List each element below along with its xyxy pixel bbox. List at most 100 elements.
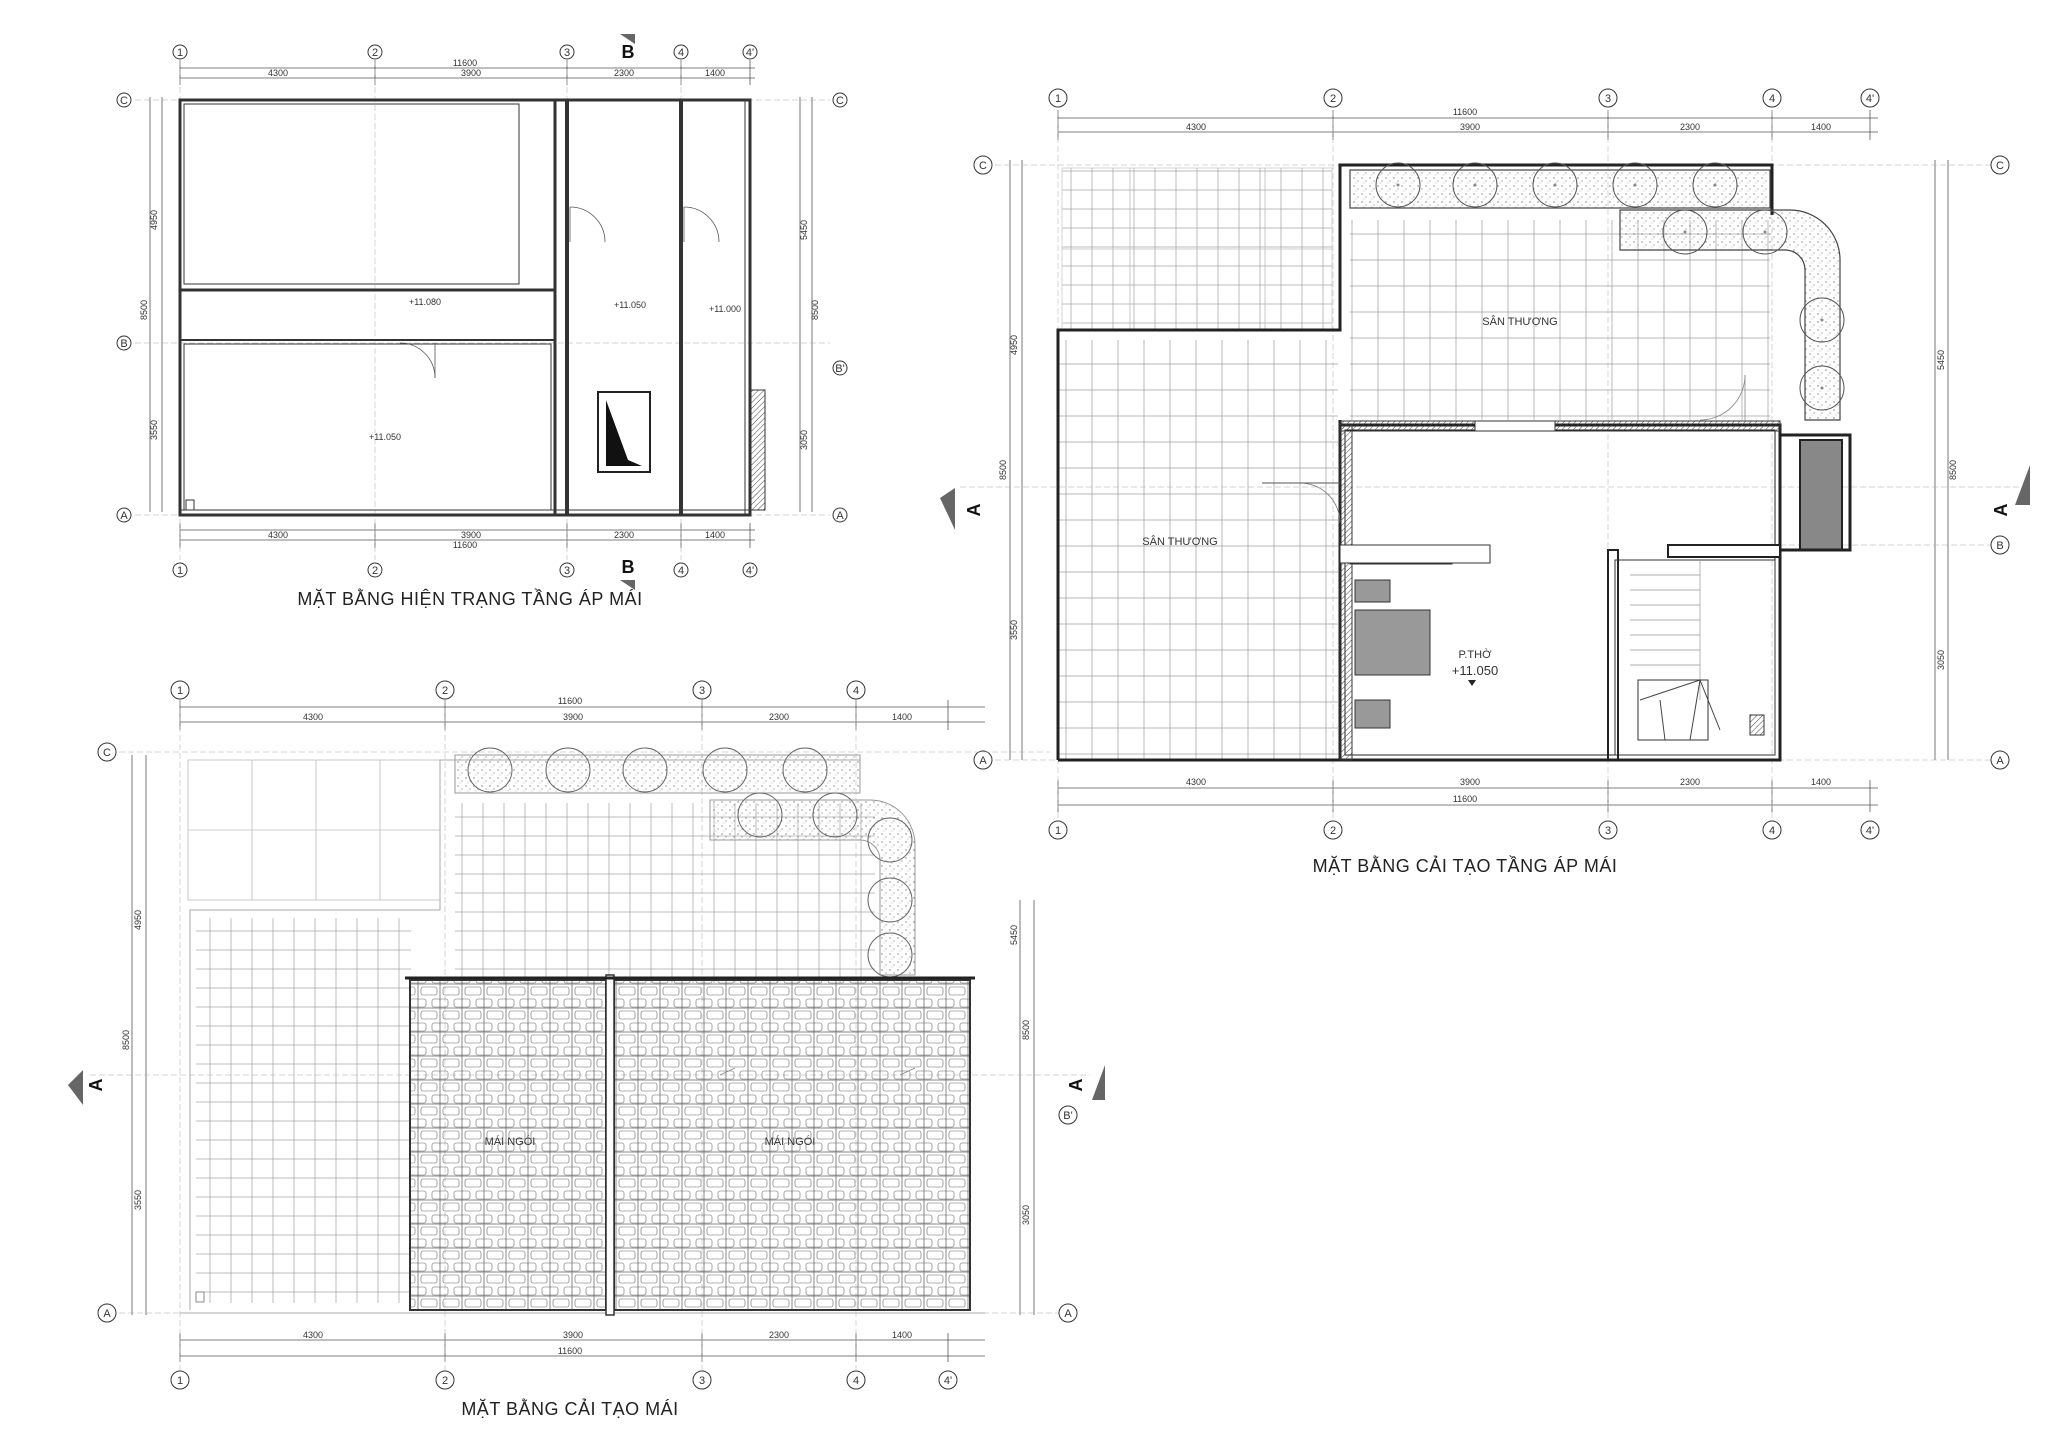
dim-bottom-3: 2300 — [1680, 777, 1700, 787]
dim-right-2: 3050 — [1936, 650, 1946, 670]
axis-x-1: 1 — [177, 685, 183, 697]
level-existing-1: +11.080 — [409, 297, 441, 307]
level-existing-2: +11.050 — [369, 432, 401, 442]
section-b-bottom: B — [622, 557, 635, 577]
dim-right-2: 3050 — [799, 430, 809, 450]
existing-roof-floor-plan: 4300 3900 2300 1400 11600 4300 3900 2300… — [117, 34, 847, 609]
dim-top-4: 1400 — [1811, 122, 1831, 132]
dim-right-1: 5450 — [799, 220, 809, 240]
axis-xb-3: 3 — [1605, 825, 1611, 837]
axis-xb-1: 1 — [177, 1375, 183, 1387]
axis-x-3: 3 — [564, 47, 570, 59]
dim-top-2: 3900 — [461, 68, 481, 78]
dim-bottom-3: 2300 — [614, 530, 634, 540]
dim-right-2: 3050 — [1021, 1205, 1031, 1225]
level-existing-3: +11.050 — [614, 300, 646, 310]
renovation-roof-plan: 4300 3900 2300 1400 11600 4300 3900 2300… — [68, 681, 1105, 1419]
axis-y-c: C — [120, 95, 128, 107]
axis-yr-c: C — [836, 95, 844, 107]
dim-bottom-3: 2300 — [769, 1330, 789, 1340]
level-existing-4: +11.000 — [709, 304, 741, 314]
dim-bottom-2: 3900 — [461, 530, 481, 540]
dim-bottom-4: 1400 — [705, 530, 725, 540]
axis-y-a: A — [120, 510, 128, 522]
dim-left-1: 4950 — [1009, 335, 1019, 355]
axis-x-2: 2 — [372, 47, 378, 59]
dim-bottom-4: 1400 — [1811, 777, 1831, 787]
dim-bottom-2: 3900 — [1460, 777, 1480, 787]
dim-bottom-total: 11600 — [558, 1346, 582, 1356]
axis-yr-c: C — [1996, 160, 2004, 172]
dim-top-3: 2300 — [769, 712, 789, 722]
dim-right-total: 8500 — [1021, 1020, 1031, 1040]
renovation-roof-floor-plan: 4300 3900 2300 1400 11600 4300 3900 2300… — [940, 89, 2030, 876]
axis-yr-a: A — [836, 510, 844, 522]
axis-x-1: 1 — [1055, 93, 1061, 105]
axis-x-4p: 4' — [1866, 93, 1874, 105]
dim-left-1: 4950 — [133, 910, 143, 930]
axis-y-a: A — [979, 755, 987, 767]
axis-x-3: 3 — [1605, 93, 1611, 105]
axis-xb-2: 2 — [442, 1375, 448, 1387]
dim-top-1: 4300 — [268, 68, 288, 78]
axis-x-2: 2 — [442, 685, 448, 697]
dim-top-2: 3900 — [1460, 122, 1480, 132]
dim-top-total: 11600 — [1453, 107, 1477, 117]
axis-xb-2: 2 — [1330, 825, 1336, 837]
axis-xb-2: 2 — [372, 565, 378, 577]
axis-y-a: A — [103, 1308, 111, 1320]
section-a-right: A — [1991, 504, 2011, 517]
axis-xb-4: 4 — [678, 565, 684, 577]
axis-xb-4: 4 — [1769, 825, 1775, 837]
dim-right-total: 8500 — [810, 300, 820, 320]
roof-tile-left: MÁI NGÓI — [485, 1135, 536, 1148]
dim-left-total: 8500 — [121, 1030, 131, 1050]
axis-y-c: C — [103, 747, 111, 759]
dim-top-1: 4300 — [1186, 122, 1206, 132]
dim-left-2: 3550 — [1009, 620, 1019, 640]
dim-bottom-total: 11600 — [1453, 794, 1477, 804]
room-prayer: P.THỜ — [1458, 648, 1492, 661]
dim-top-1: 4300 — [303, 712, 323, 722]
plan-renovation-roof-title: MẶT BẰNG CẢI TẠO MÁI — [461, 1398, 678, 1419]
dim-top-3: 2300 — [614, 68, 634, 78]
axis-xb-3: 3 — [564, 565, 570, 577]
axis-x-4: 4 — [678, 47, 684, 59]
axis-yr-b: B' — [835, 363, 844, 375]
dim-left-total: 8500 — [998, 460, 1008, 480]
dim-bottom-1: 4300 — [303, 1330, 323, 1340]
room-terrace-left: SÂN THƯỢNG — [1142, 535, 1217, 548]
dim-top-total: 11600 — [558, 696, 582, 706]
section-a-left: A — [86, 1079, 106, 1092]
axis-y-b: B — [120, 338, 127, 350]
dim-top-2: 3900 — [563, 712, 583, 722]
section-a-right: A — [1066, 1079, 1086, 1092]
axis-x-2: 2 — [1330, 93, 1336, 105]
axis-x-3: 3 — [699, 685, 705, 697]
axis-yr-a: A — [1064, 1308, 1072, 1320]
axis-x-4: 4 — [1769, 93, 1775, 105]
dim-top-4: 1400 — [892, 712, 912, 722]
dim-top-3: 2300 — [1680, 122, 1700, 132]
section-a-left: A — [964, 504, 984, 517]
axis-yr-b: B' — [1063, 1110, 1072, 1122]
axis-xb-4p: 4' — [746, 565, 754, 577]
section-b-top: B — [622, 42, 635, 62]
dim-bottom-4: 1400 — [892, 1330, 912, 1340]
axis-yr-a: A — [1996, 755, 2004, 767]
dim-right-1: 5450 — [1936, 350, 1946, 370]
axis-x-4: 4 — [853, 685, 859, 697]
axis-xb-4p: 4' — [944, 1375, 952, 1387]
dim-bottom-1: 4300 — [268, 530, 288, 540]
dim-left-total: 8500 — [139, 300, 149, 320]
plan-existing-title: MẶT BẰNG HIỆN TRẠNG TẦNG ÁP MÁI — [297, 588, 642, 609]
axis-yr-b: B — [1996, 540, 2003, 552]
dim-right-1: 5450 — [1009, 925, 1019, 945]
dim-top-4: 1400 — [705, 68, 725, 78]
axis-xb-4: 4 — [853, 1375, 859, 1387]
dim-left-1: 4950 — [149, 210, 159, 230]
room-terrace-upper: SÂN THƯỢNG — [1482, 315, 1557, 328]
dim-left-2: 3550 — [133, 1190, 143, 1210]
dim-bottom-total: 11600 — [453, 540, 477, 550]
